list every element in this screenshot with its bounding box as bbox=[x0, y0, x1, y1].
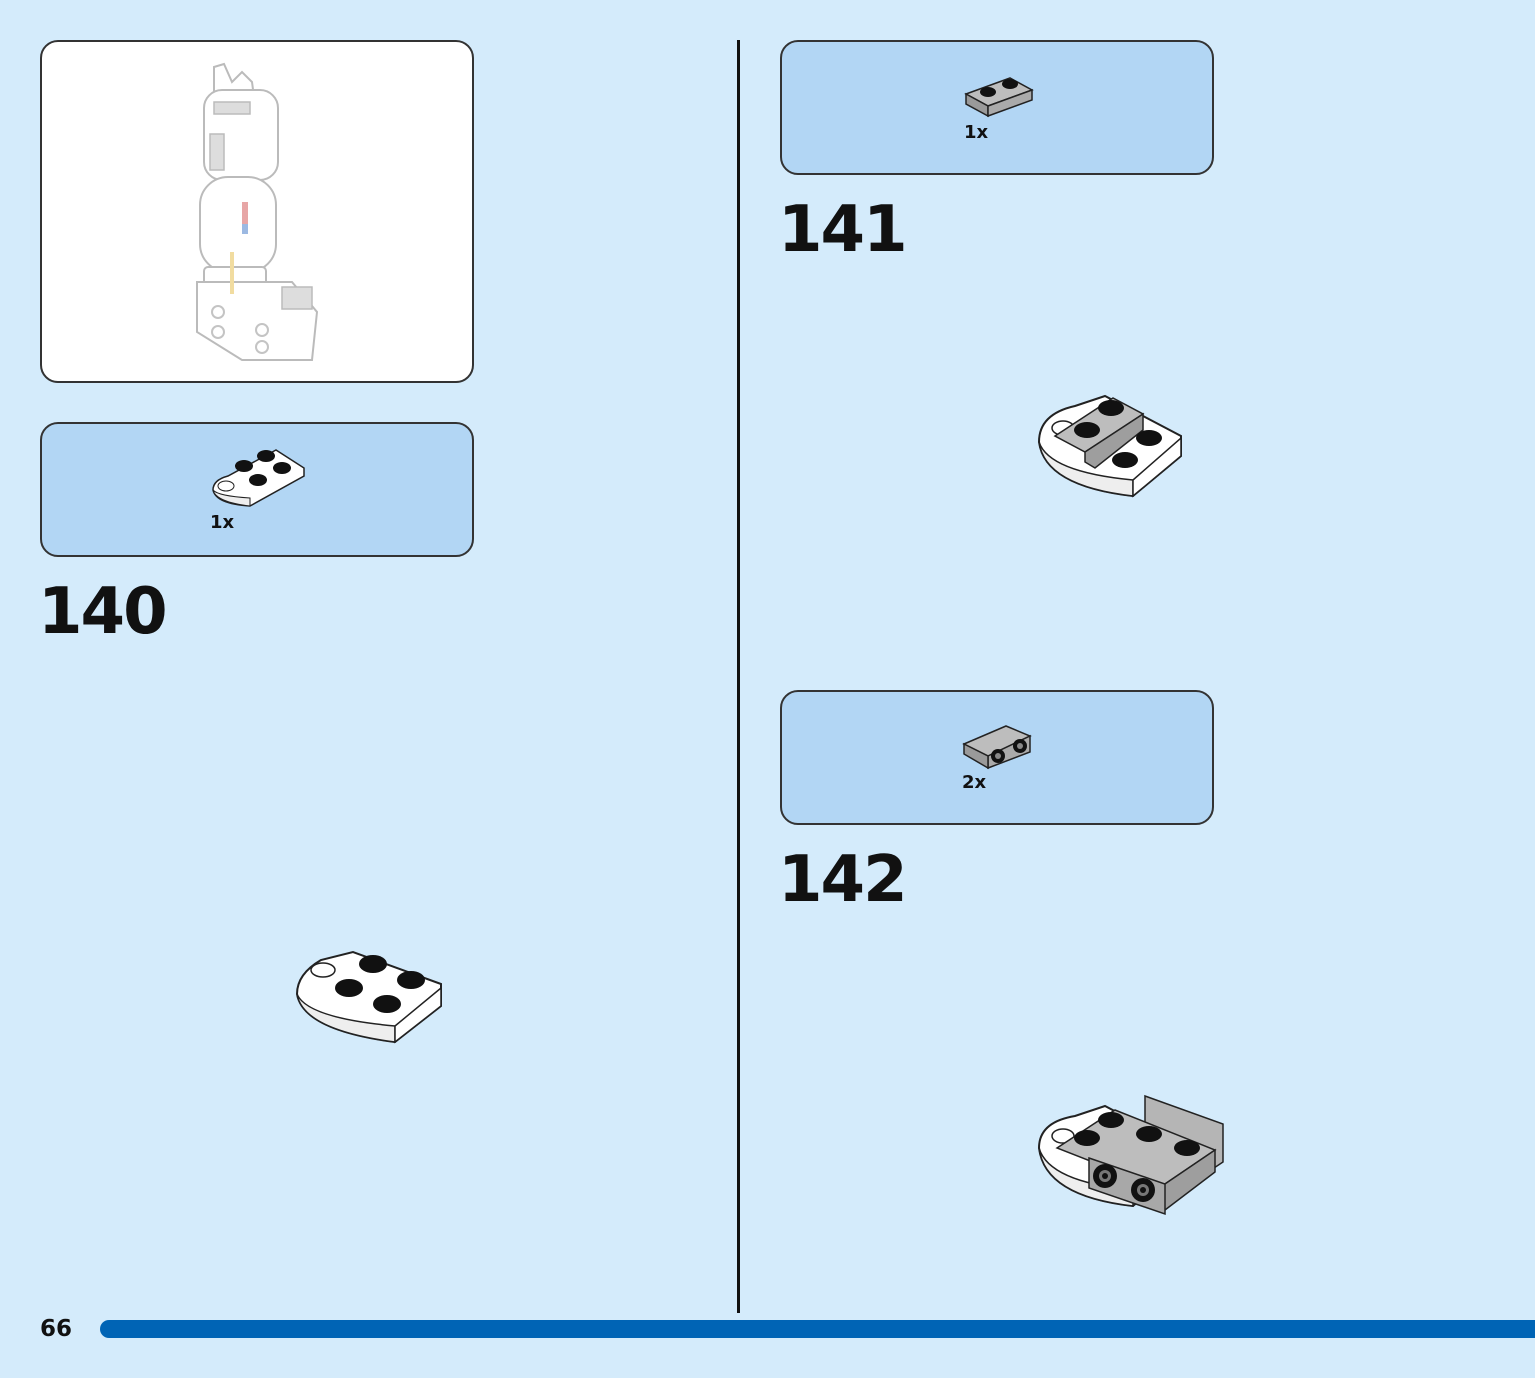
step-number-140: 140 bbox=[38, 575, 168, 649]
parts-box-step-142: 2x bbox=[780, 690, 1214, 825]
parts-box-step-141: 1x bbox=[780, 40, 1214, 175]
parts-box-step-140: 1x bbox=[40, 422, 474, 557]
step-142-build-image bbox=[1037, 1094, 1224, 1216]
column-divider bbox=[737, 40, 740, 1313]
step-number-142: 142 bbox=[778, 843, 908, 917]
step-number-141: 141 bbox=[778, 193, 908, 267]
part-quantity: 1x bbox=[964, 122, 989, 143]
step-141-build-image bbox=[1037, 394, 1182, 498]
subassembly-callout bbox=[40, 40, 474, 383]
figure-leg-assembly-icon bbox=[196, 62, 319, 361]
part-quantity: 2x bbox=[962, 772, 987, 793]
gray-1x2-plate-icon bbox=[964, 77, 1034, 118]
white-rounded-plate-icon bbox=[212, 449, 305, 507]
part-quantity: 1x bbox=[210, 512, 235, 533]
page-progress-bar bbox=[100, 1320, 1535, 1338]
gray-bracket-icon bbox=[962, 725, 1032, 770]
page-number: 66 bbox=[40, 1316, 73, 1342]
step-140-build-image bbox=[295, 950, 442, 1044]
